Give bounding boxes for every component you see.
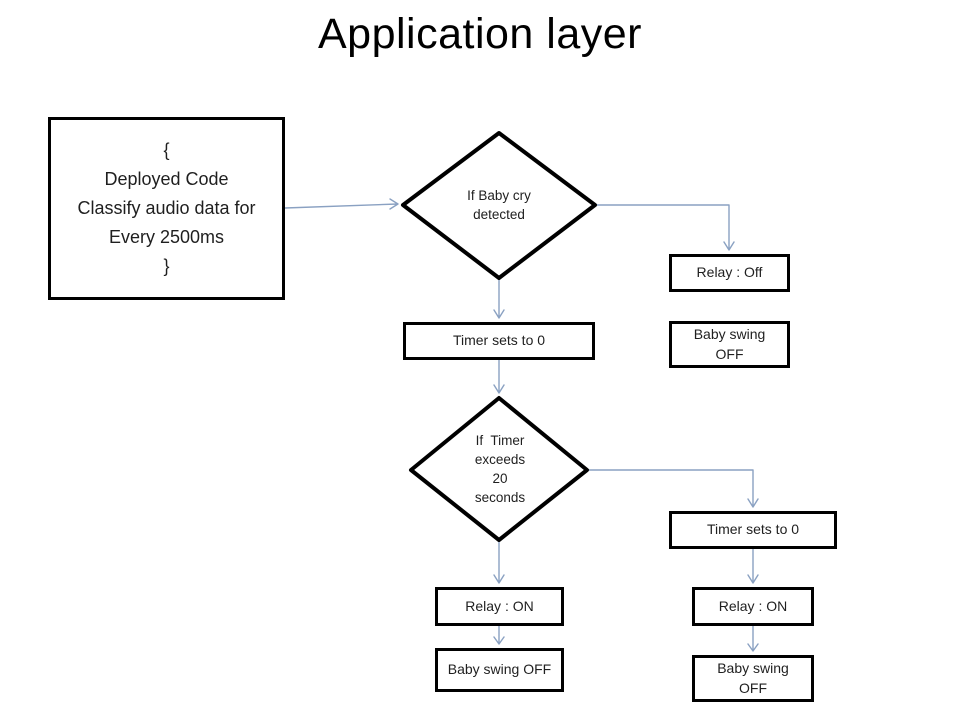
baby-swing-off-center-label: Baby swing OFF	[447, 661, 552, 678]
decision-diamond-baby-cry	[401, 131, 597, 280]
process-box-timer-reset-center: Timer sets to 0	[403, 322, 595, 360]
timer-reset-right-label: Timer sets to 0	[706, 521, 800, 538]
baby-swing-off-right-label: Baby swing OFF	[717, 660, 789, 696]
connector-timer-reset-to-timer-decision	[493, 359, 505, 394]
process-box-deployed-code: { Deployed Code Classify audio data for …	[48, 117, 285, 300]
relay-on-right-label: Relay : ON	[718, 597, 788, 614]
connector-relay-on-right-to-baby-swing-off-right	[747, 625, 759, 652]
deployed-code-label: { Deployed Code Classify audio data for …	[77, 139, 256, 277]
process-box-baby-swing-off-center: Baby swing OFF	[435, 648, 564, 692]
connector-relay-on-to-baby-swing-off	[493, 625, 505, 645]
process-box-relay-off: Relay : Off	[669, 254, 790, 292]
timer-reset-center-label: Timer sets to 0	[452, 332, 546, 349]
process-box-baby-swing-off-top: Baby swing OFF	[669, 321, 790, 368]
process-box-baby-swing-off-right: Baby swing OFF	[692, 655, 814, 702]
connector-code-to-babycry-decision	[284, 198, 399, 210]
relay-on-center-label: Relay : ON	[465, 597, 534, 614]
process-box-relay-on-center: Relay : ON	[435, 587, 564, 626]
baby-swing-off-top-label: Baby swing OFF	[693, 326, 766, 362]
connector-babycry-to-relay-off	[594, 204, 735, 251]
page-title: Application layer	[317, 10, 642, 58]
decision-diamond-timer	[409, 396, 589, 542]
relay-off-label: Relay : Off	[696, 264, 763, 281]
connector-timer-decision-to-timer-reset-right	[586, 469, 759, 508]
connector-babycry-to-timer-reset	[493, 277, 505, 319]
connector-timer-reset-right-to-relay-on-right	[747, 548, 759, 584]
connector-timer-decision-to-relay-on	[493, 539, 505, 584]
process-box-relay-on-right: Relay : ON	[692, 587, 814, 626]
process-box-timer-reset-right: Timer sets to 0	[669, 511, 837, 549]
